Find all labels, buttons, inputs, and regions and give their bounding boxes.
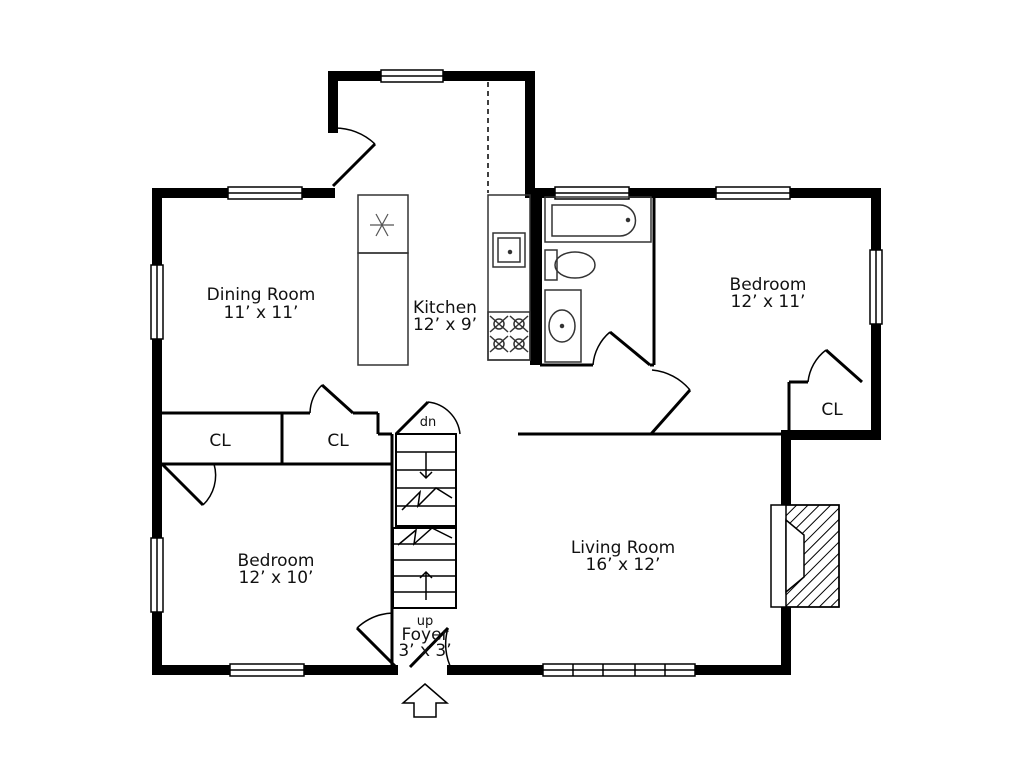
windows — [150, 69, 883, 677]
kitchen-name: Kitchen — [413, 298, 477, 318]
bedroom-sw-name: Bedroom — [238, 551, 315, 571]
kitchen-fixtures — [357, 194, 531, 366]
closet-label-middle: CL — [327, 431, 349, 451]
door-closet-west — [160, 462, 217, 507]
kitchen-counter — [487, 194, 531, 361]
bathtub — [544, 196, 652, 243]
entry-arrow-icon — [400, 683, 450, 718]
closet-label-west: CL — [209, 431, 231, 451]
closet-label-ne: CL — [821, 400, 843, 420]
bedroom-ne-dims: 12’ x 11’ — [731, 292, 806, 312]
snowflake-icon — [370, 213, 394, 237]
stairs — [392, 433, 457, 609]
stairs-down-label: dn — [420, 415, 437, 430]
kitchen-bath-wall — [530, 193, 542, 365]
door-bedroom-ne — [649, 369, 692, 435]
dining-room-dims: 11’ x 11’ — [224, 303, 299, 323]
door-kitchen-exterior — [331, 127, 377, 188]
door-closet-ne — [807, 348, 863, 384]
bedroom-ne-name: Bedroom — [730, 275, 807, 295]
toilet — [544, 249, 596, 281]
bath-sink — [544, 289, 582, 363]
door-stair — [394, 400, 461, 436]
stove — [487, 311, 531, 361]
stairs-up-label: up — [417, 614, 434, 629]
living-room-name: Living Room — [571, 538, 675, 558]
door-closet-middle — [309, 383, 355, 415]
door-front — [355, 612, 453, 671]
foyer-dims: 3’ x 3’ — [398, 641, 451, 661]
kitchen-sink — [492, 232, 526, 268]
interior-walls — [162, 193, 808, 670]
bedroom-sw-dims: 12’ x 10’ — [239, 568, 314, 588]
fireplace — [770, 504, 840, 608]
kitchen-dims: 12’ x 9’ — [413, 315, 477, 335]
living-room-dims: 16’ x 12’ — [586, 555, 661, 575]
foyer-name: Foyer — [401, 625, 448, 645]
doors — [160, 127, 863, 671]
door-bath — [592, 330, 651, 367]
kitchen-island — [357, 252, 409, 366]
dining-room-name: Dining Room — [207, 285, 316, 305]
bath-fixtures — [544, 196, 652, 363]
